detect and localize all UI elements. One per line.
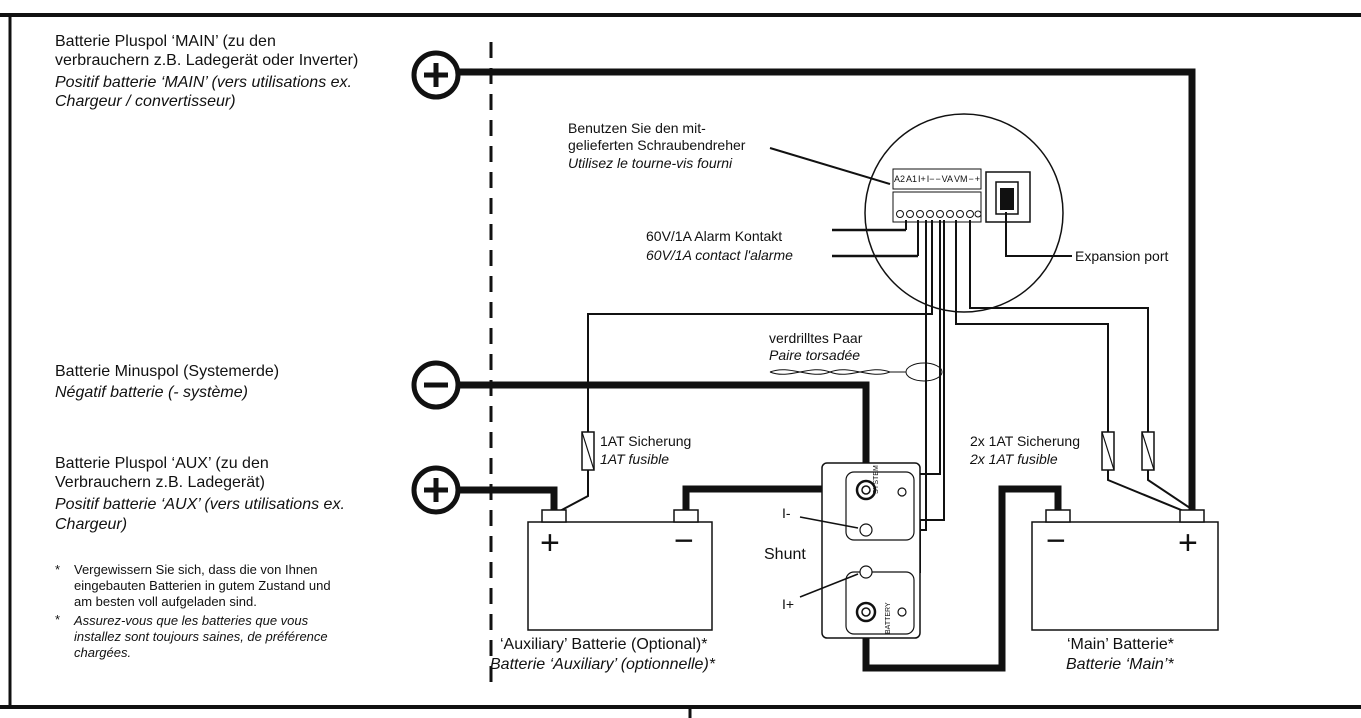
shunt-battery-label: BATTERY <box>885 602 892 634</box>
terminal-label: − <box>968 174 974 184</box>
i-minus-label: I- <box>782 505 791 521</box>
negative-label-de: Batterie Minuspol (Systemerde) <box>55 363 280 380</box>
aux-battery-plus-label: + <box>540 524 560 562</box>
terminal-screws <box>896 210 982 218</box>
note-de-1: Vergewissern Sie sich, dass die von Ihne… <box>74 562 318 577</box>
terminal-label: I+ <box>917 174 926 184</box>
main-battery-label-fr: Batterie ‘Main’* <box>1066 656 1174 673</box>
main-battery-plus-label: + <box>1178 524 1198 562</box>
aux-negative-cable <box>682 485 866 510</box>
expansion-port-label: Expansion port <box>1075 248 1169 264</box>
note-star-fr: * <box>55 612 61 627</box>
aux-battery-label-fr: Batterie ‘Auxiliary’ (optionnelle)* <box>490 656 715 673</box>
expansion-port-lead <box>1005 212 1072 257</box>
terminal-label: I− <box>926 174 935 184</box>
screwdriver-label-fr: Utilisez le tourne-vis fourni <box>568 155 733 171</box>
aux-positive-label-fr-2: Chargeur) <box>55 516 128 533</box>
shunt-label: Shunt <box>764 546 806 563</box>
fuse-main-label-fr: 2x 1AT fusible <box>970 451 1058 467</box>
main-positive-cable <box>458 68 1196 512</box>
aux-battery-neg-terminal <box>673 509 699 523</box>
screwdriver-label-de-2: gelieferten Schraubendreher <box>568 137 746 153</box>
terminal-label: VM <box>953 174 968 184</box>
note-fr-3: chargées. <box>74 645 132 660</box>
shunt-system-label: SYSTEM <box>873 465 880 494</box>
note-fr-1: Assurez-vous que les batteries que vous <box>74 613 309 628</box>
aux-battery-minus-label: − <box>674 522 694 560</box>
terminal-header <box>892 168 982 190</box>
aux-battery <box>527 521 713 631</box>
terminal-label: A1 <box>905 174 917 184</box>
note-star-de: * <box>55 562 61 577</box>
main-battery <box>1031 521 1219 631</box>
fuse-aux-label-de: 1AT Sicherung <box>600 433 692 449</box>
alarm-contact-label-fr: 60V/1A contact l'alarme <box>646 247 793 263</box>
main-battery-pos-terminal <box>1179 509 1205 523</box>
aux-battery-label-de: ‘Auxiliary’ Batterie (Optional)* <box>500 636 708 653</box>
main-positive-label-de-1: Batterie Pluspol ‘MAIN’ (zu den <box>55 33 276 50</box>
i-plus-label: I+ <box>782 596 795 612</box>
terminal-label: − <box>935 174 941 184</box>
main-positive-label-fr-1: Positif batterie ‘MAIN’ (vers utilisatio… <box>55 74 352 91</box>
aux-positive-label-de-1: Batterie Pluspol ‘AUX’ (zu den <box>55 455 269 472</box>
aux-battery-pos-terminal <box>541 509 567 523</box>
aux-positive-label-fr-1: Positif batterie ‘AUX’ (vers utilisation… <box>55 496 345 513</box>
negative-label-fr: Négatif batterie (- système) <box>55 384 248 401</box>
terminal-label: A2 <box>894 174 906 184</box>
shunt-i-plus-screw <box>859 565 873 579</box>
negative-cable <box>458 381 870 486</box>
twisted-pair-label-de: verdrilltes Paar <box>769 330 863 346</box>
screwdriver-leader <box>769 147 891 185</box>
main-battery-label-de: ‘Main’ Batterie* <box>1067 636 1175 653</box>
twisted-pair-label-fr: Paire torsadée <box>769 347 861 363</box>
twisted-pair-symbol <box>769 362 943 382</box>
aux-positive-cable <box>458 486 558 510</box>
fuse-aux-label-fr: 1AT fusible <box>600 451 669 467</box>
note-fr-2: installez sont toujours saines, de préfé… <box>74 629 328 644</box>
main-negative-cable <box>862 485 1062 672</box>
i-plus-arrow <box>799 573 859 598</box>
terminal-label: + <box>974 174 980 184</box>
alarm-contact-label-de: 60V/1A Alarm Kontakt <box>646 228 783 244</box>
note-de-2: eingebauten Batterien in gutem Zustand u… <box>74 578 331 593</box>
note-de-3: am besten voll aufgeladen sind. <box>74 594 257 609</box>
terminal-labels: A2 A1 I+ I− − VA VM − + <box>894 174 980 184</box>
terminal-label: VA <box>941 174 954 184</box>
shunt-i-minus-screw <box>859 523 873 537</box>
main-positive-label-de-2: verbrauchern z.B. Ladegerät oder Inverte… <box>55 52 359 69</box>
fuse-main-label-de: 2x 1AT Sicherung <box>970 433 1080 449</box>
main-battery-minus-label: − <box>1046 522 1066 560</box>
i-minus-arrow <box>799 516 859 529</box>
main-positive-label-fr-2: Chargeur / convertisseur) <box>55 93 236 110</box>
screwdriver-label-de-1: Benutzen Sie den mit- <box>568 120 706 136</box>
terminal-block <box>892 191 982 223</box>
main-battery-neg-terminal <box>1045 509 1071 523</box>
aux-positive-label-de-2: Verbrauchern z.B. Ladegerät) <box>55 474 265 491</box>
